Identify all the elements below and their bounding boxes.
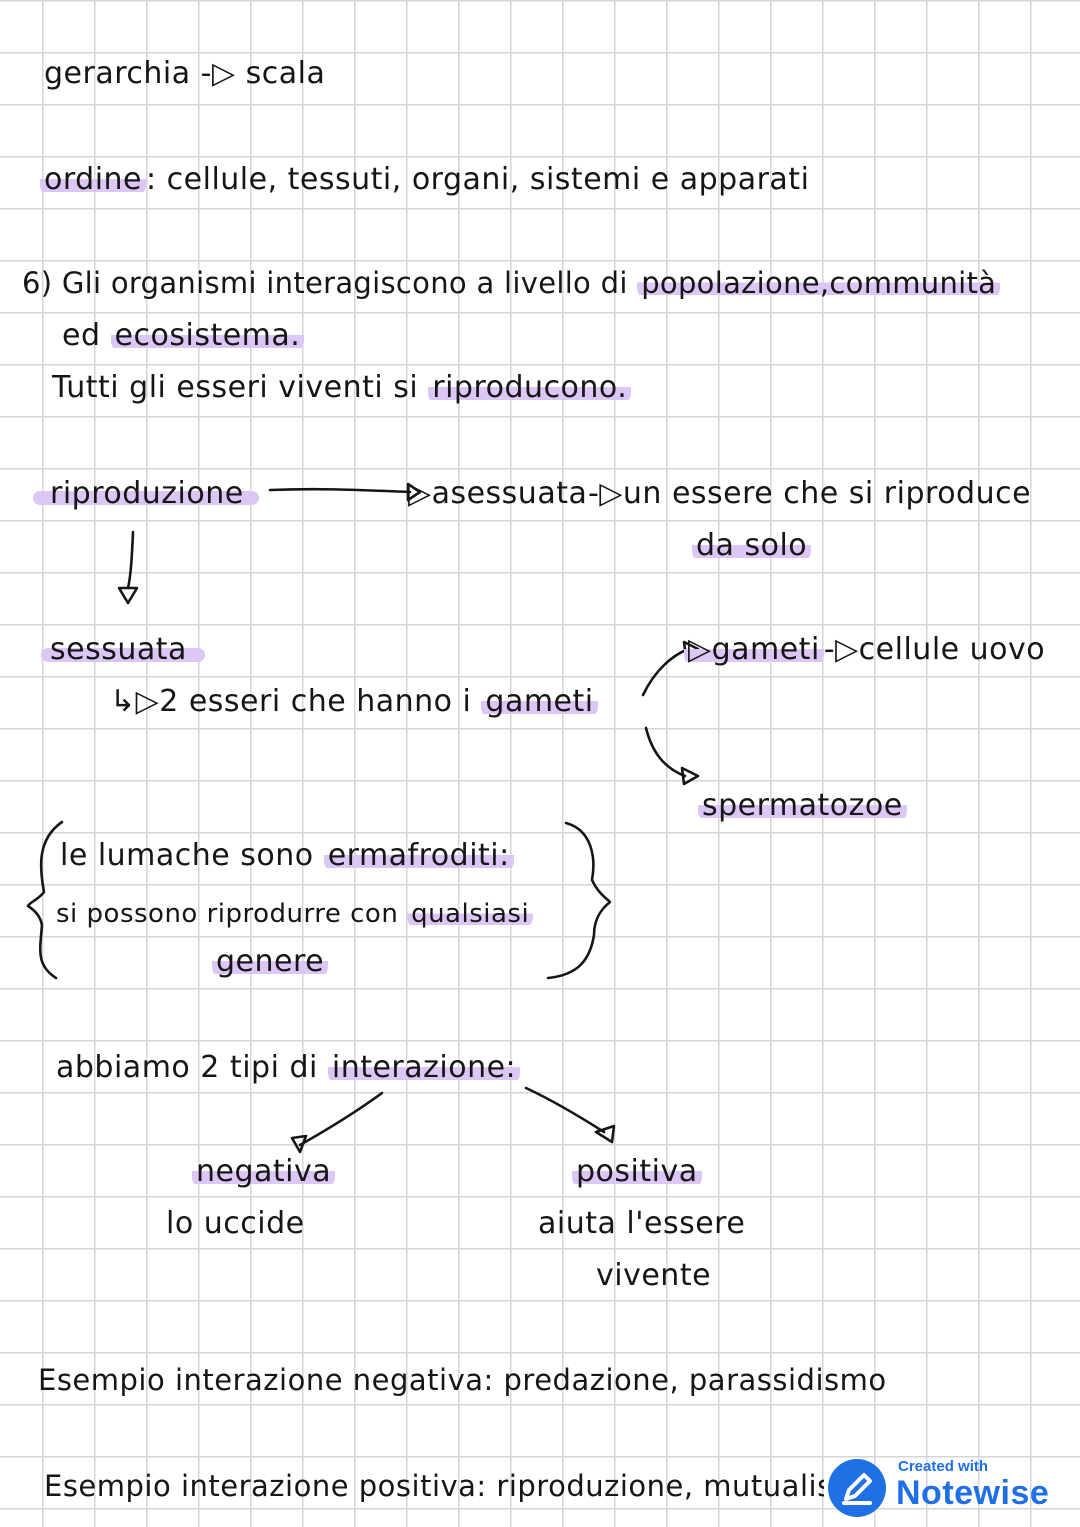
node-gameti: ▷gameti-▷cellule uovo [684, 632, 1045, 668]
positiva-desc-2: vivente [596, 1258, 712, 1293]
word-qualsiasi: qualsiasi [407, 899, 534, 929]
word-genere: genere [212, 944, 329, 979]
esempio-positiva: Esempio interazione positiva: riproduzio… [44, 1469, 824, 1503]
line-ordine: ordine: cellule, tessuti, organi, sistem… [40, 162, 809, 198]
arrow-glyph: -▷ [200, 56, 236, 91]
node-negativa: negativa [192, 1154, 336, 1190]
word-riproducono: riproducono. [428, 370, 632, 405]
box-line-2: si possono riprodurre con qualsiasi [56, 896, 534, 932]
line-organismi: 6) Gli organismi interagiscono a livello… [22, 265, 1001, 301]
word-scala: scala [245, 56, 326, 91]
badge-created-with: Created with [898, 1458, 989, 1475]
box-line-1: le lumache sono ermafroditi: [60, 838, 514, 874]
arrow-riproduzione-sessuata [126, 530, 135, 590]
arrow-gameti-down [644, 726, 687, 778]
asessuata-desc-1: -▷un essere che si riproduce [588, 476, 1032, 511]
node-asessuata: ▷asessuata [408, 476, 588, 511]
positiva-desc-1: aiuta l'essere [538, 1206, 746, 1241]
riprodurre-text: si possono riprodurre con [56, 899, 408, 929]
word-ecosistema: ecosistema. [110, 318, 305, 353]
cellule-uovo: -▷cellule uovo [823, 632, 1046, 667]
esseri-text: Tutti gli esseri viventi si [52, 370, 429, 405]
arrow-riproduzione-asessuata [268, 487, 412, 494]
line-ecosistema: ed ecosistema. [62, 318, 305, 354]
node-spermatozoi: spermatozoe [698, 788, 907, 824]
word-gerarchia: gerarchia [44, 56, 191, 91]
word-ordine: ordine [40, 162, 147, 197]
node-positiva: positiva [572, 1154, 702, 1190]
word-ermafroditi: ermafroditi: [323, 838, 514, 873]
node-sessuata: sessuata [50, 632, 187, 667]
word-gameti-top: ▷gameti [684, 632, 824, 667]
word-interazione: interazione: [327, 1050, 521, 1085]
esempio-negativa: Esempio interazione negativa: predazione… [38, 1363, 887, 1397]
line-gerarchia: gerarchia -▷ scala [44, 56, 325, 92]
tipi-text: abbiamo 2 tipi di [56, 1050, 328, 1085]
word-da-solo: da solo [692, 528, 812, 563]
sessuata-desc: ↳▷2 esseri che hanno i gameti [110, 684, 598, 720]
organismi-text: 6) Gli organismi interagiscono a livello… [22, 266, 638, 300]
arrow-gameti-up [641, 648, 688, 697]
arrow-positiva [524, 1086, 606, 1134]
lumache-text: le lumache sono [60, 838, 324, 873]
word-negativa: negativa [192, 1154, 336, 1189]
word-popolazione: popolazione,communità [637, 266, 1001, 300]
box-line-3: genere [212, 944, 329, 980]
word-positiva: positiva [572, 1154, 702, 1189]
pencil-icon [828, 1459, 886, 1517]
word-spermatozoi: spermatozoe [698, 788, 907, 823]
asessuata-desc-2: da solo [692, 528, 812, 564]
badge-notewise: Notewise [896, 1474, 1050, 1512]
ed-text: ed [62, 318, 111, 353]
negativa-desc: lo uccide [166, 1206, 305, 1241]
node-riproduzione: riproduzione [50, 476, 244, 511]
word-gameti: gameti [481, 684, 598, 719]
line-interazione: abbiamo 2 tipi di interazione: [56, 1050, 521, 1086]
brace-right [546, 821, 612, 980]
line-riproducono: Tutti gli esseri viventi si riproducono. [52, 370, 632, 406]
sessuata-desc-text: ↳▷2 esseri che hanno i [110, 684, 482, 719]
arrow-negativa [298, 1091, 384, 1147]
ordine-list: : cellule, tessuti, organi, sistemi e ap… [146, 162, 810, 197]
notewise-badge: Created with Notewise [822, 1456, 1072, 1522]
